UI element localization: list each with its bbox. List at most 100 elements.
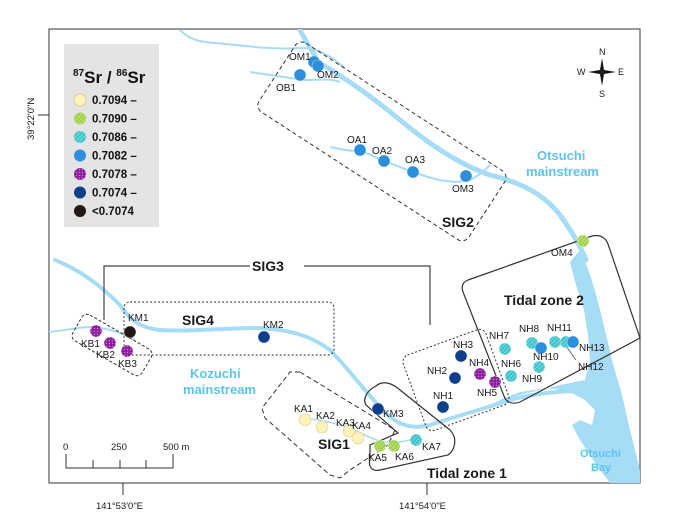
site-ka3: KA3 [336,418,356,438]
site-label: KA4 [352,421,371,432]
site-label: OA1 [347,135,367,146]
legend-swatch-c9074 [74,186,86,199]
site-ka4: KA4 [351,421,371,445]
site-marker [488,375,502,389]
site-nh3: NH3 [453,340,473,363]
site-marker [532,360,546,374]
site-marker [103,336,117,350]
sig4-boundary [123,301,335,356]
site-marker [498,342,512,356]
sig2-label: SIG2 [442,214,474,230]
site-marker [353,143,367,157]
tidal2-boundary [461,234,641,404]
tidal1-label: Tidal zone 1 [427,465,507,481]
site-marker [342,424,356,438]
legend-title: 87Sr / 86Sr [73,68,146,87]
site-ka1: KA1 [294,404,313,427]
site-label: NH12 [578,362,604,373]
site-marker [566,335,580,349]
legend-label-c9086: 0.7086 – [92,132,137,144]
site-label: KA3 [336,418,355,429]
legend-label-c9078: 0.7078 – [92,169,137,181]
site-label: KA2 [316,411,335,422]
site-kb2: KB2 [96,336,117,361]
sig2-boundary [257,41,507,242]
site-label: NH1 [433,391,453,402]
compass-rose: N S W E [577,47,624,99]
site-label: NH9 [522,374,542,385]
kb-boundary [71,313,153,377]
site-label: KB2 [96,350,115,361]
site-label: KB3 [118,359,137,370]
site-label: NH4 [469,358,489,369]
kozuchi-mainstream [53,258,592,429]
sig4-label: SIG4 [182,312,214,328]
otsuchi-bay-label-1: Otsuchi [580,448,621,460]
otsuchi-bay-label-2: Bay [591,462,612,474]
site-marker [311,59,325,73]
site-nh5: NH5 [477,375,502,399]
site-label: KA5 [368,453,387,464]
site-marker [473,367,487,381]
site-label: KA6 [395,452,414,463]
site-marker [448,371,462,385]
site-label: NH8 [519,324,539,335]
site-label: OB1 [276,83,296,94]
site-label: KM2 [263,320,284,331]
otsuchi-tributary-north [179,29,346,69]
site-kb1: KB1 [81,324,103,350]
site-om3: OM3 [452,169,474,195]
site-label: NH6 [501,359,521,370]
tidal2-label: Tidal zone 2 [504,292,584,308]
site-marker [371,402,385,416]
site-marker [548,335,562,349]
site-nh9: NH9 [522,360,546,385]
site-om2: OM2 [311,59,339,81]
scale-label-0: 0 [63,442,68,453]
sampling-sites: OM1OM2OB1OA1OA2OA3OM3OM4KB1KB2KB3KM1KM2K… [81,52,605,464]
site-nh10: NH10 [533,341,559,363]
site-label: KM3 [383,409,404,420]
site-km3: KM3 [371,402,404,420]
site-oa2: OA2 [372,146,392,168]
lon-label-2: 141°54'0"E [399,501,446,512]
site-om4: OM4 [551,234,590,259]
legend-swatch-c9082 [74,149,86,162]
group-boundaries [71,41,641,479]
site-marker [120,344,134,358]
site-kb3: KB3 [118,344,137,370]
sig1-boundary [261,371,396,479]
site-nh13: NH13 [566,335,605,354]
site-ob1: OB1 [276,68,307,94]
site-marker [315,420,329,434]
site-ka7: KA7 [409,433,441,453]
otsuchi-bay [490,250,640,483]
legend-label-c9094: 0.7094 – [92,95,137,107]
compass-w: W [577,67,586,77]
scale-bar: 0 250 500 m [63,442,189,469]
kozuchi-tributary-ka [304,417,419,443]
site-marker [298,413,312,427]
site-label: KM1 [128,313,149,324]
site-marker [436,400,450,414]
otsuchi-mainstream-label-1: Otsuchi [537,148,585,163]
site-ka5: KA5 [368,439,387,464]
site-marker [351,431,365,445]
site-label: KB1 [81,339,100,350]
compass-north-arrow [600,58,604,72]
site-marker [123,325,137,339]
legend-swatch-c9094 [73,93,87,107]
kozuchi-mainstream-label-1: Kozuchi [190,366,241,381]
compass-s: S [599,89,605,99]
site-marker [257,330,271,344]
legend-swatch-c9070 [74,205,86,217]
site-label: OA2 [372,146,392,157]
lon-label-1: 141°53'0"E [96,501,143,512]
scale-label-500: 500 m [163,442,189,453]
site-oa1: OA1 [347,135,367,157]
scale-label-250: 250 [111,442,127,453]
otsuchi-tributary-ob [249,71,341,83]
site-label: NH3 [453,340,473,351]
site-ka6: KA6 [387,439,414,463]
site-marker [409,433,423,447]
